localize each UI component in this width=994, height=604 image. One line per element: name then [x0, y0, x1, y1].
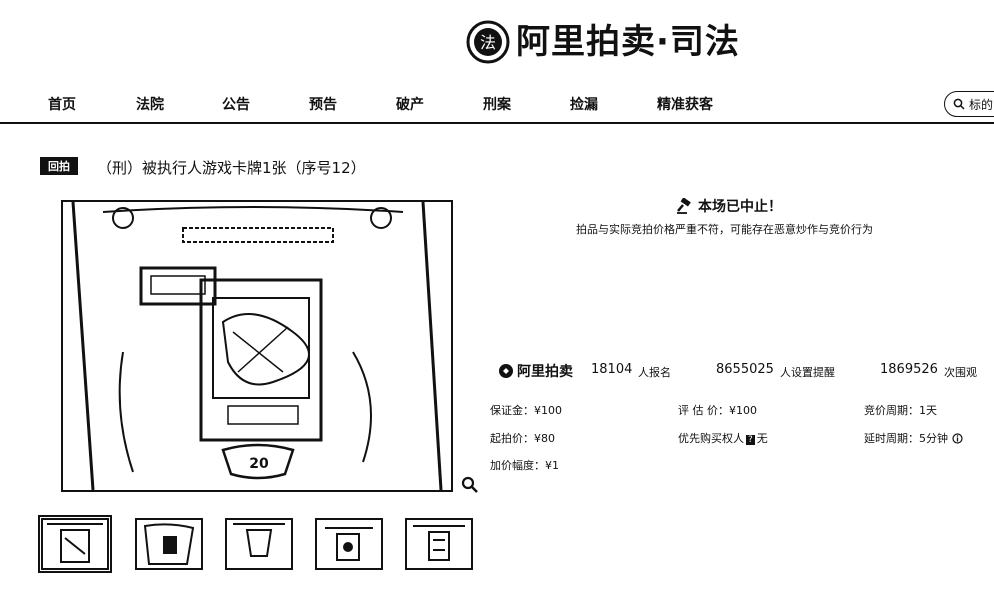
reminder-unit: 人设置提醒 — [780, 366, 835, 379]
deposit: 保证金：¥100 — [490, 404, 562, 417]
thumbnail-image — [413, 525, 465, 561]
ali-auction-icon — [499, 364, 513, 378]
thumbnail-image — [143, 523, 195, 565]
main-item-image[interactable]: 20 — [61, 200, 453, 492]
brand-name: 阿里拍卖·司法 — [516, 22, 740, 62]
site-logo[interactable]: 法 阿里拍卖·司法 — [466, 14, 740, 70]
auction-tag: 回拍 — [40, 157, 78, 175]
thumbnail-image — [47, 523, 103, 563]
priority-label: 优先购买权人 — [678, 432, 744, 445]
signup-unit: 人报名 — [638, 366, 671, 379]
delay-text: 延时周期：5分钟 — [864, 432, 948, 445]
priority-value: 无 — [756, 432, 768, 445]
court-seal-icon: 法 — [466, 20, 510, 64]
auction-stopped-notice: 本场已中止！ — [676, 196, 782, 216]
bid-increment: 加价幅度：¥1 — [490, 459, 559, 472]
start-price: 起拍价：¥80 — [490, 432, 555, 445]
view-count: 1869526 — [880, 362, 938, 377]
search-icon — [953, 98, 965, 110]
nav-item-criminal[interactable]: 刑案 — [483, 97, 511, 113]
nav-item-home[interactable]: 首页 — [48, 97, 76, 113]
seal-text: 法 — [480, 33, 496, 52]
nav-item-bankruptcy[interactable]: 破产 — [396, 97, 424, 113]
nav-item-court[interactable]: 法院 — [136, 97, 164, 113]
nav-item-notice[interactable]: 公告 — [222, 97, 250, 113]
thumbnail-2[interactable] — [135, 518, 203, 570]
delay-period: 延时周期：5分钟 — [864, 430, 963, 446]
thumbnail-5[interactable] — [405, 518, 473, 570]
thumbnail-image — [233, 523, 285, 557]
nav-item-preview[interactable]: 预告 — [309, 97, 337, 113]
bidding-period: 竞价周期：1天 — [864, 404, 937, 417]
stopped-text: 本场已中止！ — [698, 199, 782, 215]
image-number: 20 — [249, 456, 269, 472]
signup-count: 18104 — [591, 362, 633, 377]
gavel-icon — [677, 198, 691, 214]
card-photo: 20 — [63, 202, 451, 490]
stats-logo: 阿里拍卖 — [498, 361, 573, 381]
price-warning: 拍品与实际竞拍价格严重不符，可能存在恶意炒作与竞价行为 — [576, 223, 873, 236]
priority-buyer: 优先购买权人?无 — [678, 430, 768, 446]
thumbnail-image — [325, 527, 373, 561]
info-icon[interactable] — [952, 432, 963, 444]
nav-item-bargain[interactable]: 捡漏 — [570, 97, 598, 113]
search-input[interactable]: 标的 — [944, 91, 994, 117]
reminder-count: 8655025 — [716, 362, 774, 377]
main-nav: 首页 法院 公告 预告 破产 刑案 捡漏 精准获客 — [0, 86, 994, 124]
view-unit: 次围观 — [944, 366, 977, 379]
stats-logo-text: 阿里拍卖 — [517, 364, 573, 380]
appraisal-price: 评 估 价：¥100 — [678, 404, 757, 417]
priority-badge[interactable]: ? — [746, 435, 755, 445]
thumbnail-3[interactable] — [225, 518, 293, 570]
item-title: （刑）被执行人游戏卡牌1张（序号12） — [97, 159, 366, 177]
zoom-icon[interactable] — [461, 476, 479, 494]
nav-item-precision[interactable]: 精准获客 — [657, 97, 713, 113]
thumbnail-1[interactable] — [38, 515, 112, 573]
search-placeholder: 标的 — [969, 97, 994, 112]
thumbnail-4[interactable] — [315, 518, 383, 570]
auction-stats: 阿里拍卖 18104 人报名 8655025 人设置提醒 1869526 次围观 — [498, 361, 988, 381]
